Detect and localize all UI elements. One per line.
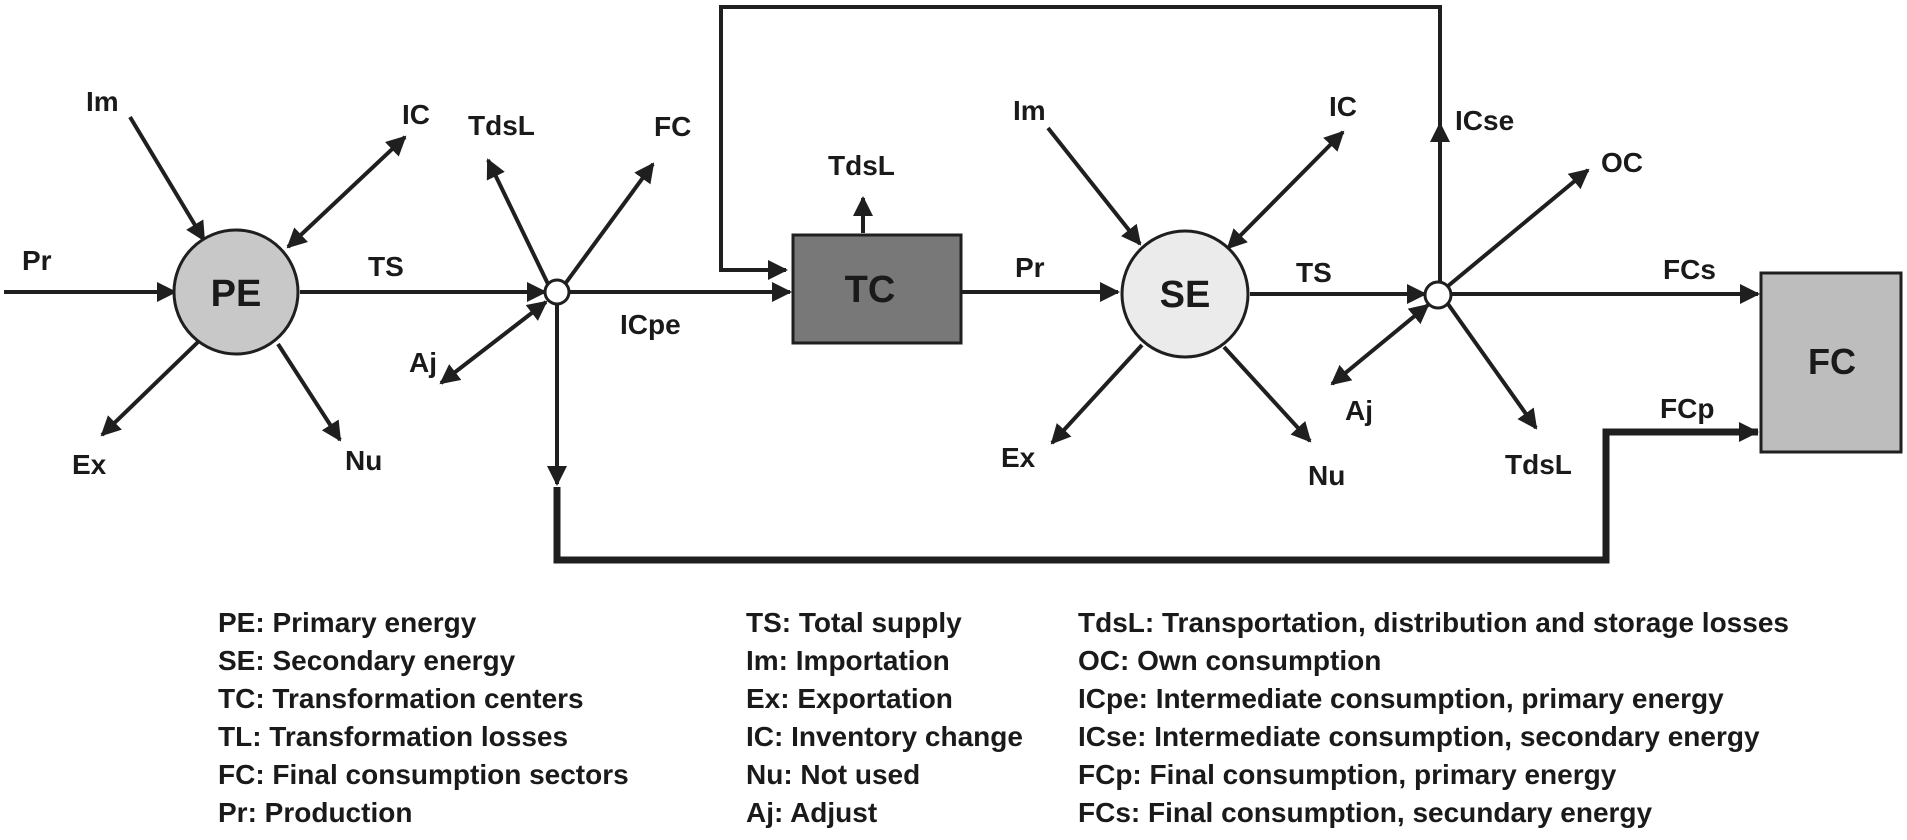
- label-pe-im: Im: [86, 86, 119, 117]
- legend-item: TL: Transformation losses: [218, 721, 569, 752]
- label-pe-nu: Nu: [345, 445, 382, 476]
- legend-item: IC: Inventory change: [746, 721, 1023, 752]
- label-aj-2: Aj: [1345, 395, 1373, 426]
- label-icpe: ICpe: [620, 309, 681, 340]
- legend-item: TdsL: Transportation, distribution and s…: [1078, 607, 1789, 638]
- legend-item: TC: Transformation centers: [218, 683, 584, 714]
- j2-oc-arrow: [1446, 168, 1590, 288]
- fcp-loop-line: [553, 428, 1758, 564]
- flow-lines: [4, 5, 1760, 564]
- fc-node: [1759, 271, 1903, 454]
- legend-item: Im: Importation: [746, 645, 950, 676]
- label-pe-ic: IC: [402, 99, 430, 130]
- label-fc-1: FC: [654, 111, 691, 142]
- legend-item: Ex: Exportation: [746, 683, 953, 714]
- pe-nu-arrow: [276, 342, 342, 442]
- legend-item: SE: Secondary energy: [218, 645, 516, 676]
- label-pr-tc: Pr: [1015, 252, 1045, 283]
- j2-tdsl-arrow: [1446, 302, 1538, 430]
- label-se-ex: Ex: [1001, 442, 1036, 473]
- j1-fc-arrow: [563, 162, 655, 286]
- label-aj-1: Aj: [409, 347, 437, 378]
- pe-ic-arrow: [286, 135, 407, 249]
- legend-item: ICpe: Intermediate consumption, primary …: [1078, 683, 1724, 714]
- se-im-arrow: [1046, 126, 1142, 246]
- se-node: [1120, 229, 1250, 359]
- flow-labels: Pr Im IC Ex Nu TS TdsL FC Aj ICpe TdsL P…: [22, 86, 1716, 491]
- energy-flow-diagram: PE TC SE FC Pr Im IC Ex Nu TS TdsL FC Aj…: [4, 5, 1903, 564]
- tc-node-label: TC: [845, 269, 896, 311]
- label-tdsl-tc: TdsL: [828, 150, 895, 181]
- pe-im-arrow: [128, 115, 206, 242]
- label-fcp: FCp: [1660, 393, 1714, 424]
- j2-aj-arrow: [1330, 303, 1430, 386]
- legend-item: ICse: Intermediate consumption, secondar…: [1078, 721, 1760, 752]
- legend-column-3: TdsL: Transportation, distribution and s…: [1078, 604, 1789, 832]
- legend-item: Nu: Not used: [746, 759, 921, 790]
- label-se-ic: IC: [1329, 91, 1357, 122]
- legend-item: Aj: Adjust: [746, 797, 878, 828]
- legend-item: Pr: Production: [218, 797, 413, 828]
- label-icse: ICse: [1455, 105, 1514, 136]
- label-ts-2: TS: [1296, 257, 1332, 288]
- legend-item: FC: Final consumption sectors: [218, 759, 629, 790]
- nodes: PE TC SE FC: [172, 228, 1903, 454]
- j1-tdsl-arrow: [486, 158, 550, 285]
- se-node-label: SE: [1160, 274, 1211, 316]
- legend-column-2: TS: Total supply Im: Importation Ex: Exp…: [746, 604, 1023, 832]
- label-se-nu: Nu: [1308, 460, 1345, 491]
- fc-node-label: FC: [1808, 341, 1856, 382]
- label-tdsl-1: TdsL: [468, 110, 535, 141]
- j1-aj-arrow: [439, 300, 548, 385]
- label-pr-in: Pr: [22, 245, 52, 276]
- se-nu-arrow: [1222, 345, 1312, 443]
- legend-item: TS: Total supply: [746, 607, 962, 638]
- label-ts-1: TS: [368, 251, 404, 282]
- label-pe-ex: Ex: [72, 449, 107, 480]
- label-tdsl-2: TdsL: [1505, 449, 1572, 480]
- label-se-im: Im: [1013, 95, 1046, 126]
- pe-node: [172, 228, 300, 356]
- label-oc: OC: [1601, 147, 1643, 178]
- legend-item: FCp: Final consumption, primary energy: [1078, 759, 1617, 790]
- label-fcs: FCs: [1663, 254, 1716, 285]
- se-ic-arrow: [1226, 130, 1345, 250]
- legend-item: PE: Primary energy: [218, 607, 477, 638]
- icse-loop-line: [719, 5, 1442, 282]
- junction-1: [543, 278, 571, 306]
- se-ex-arrow: [1050, 343, 1144, 445]
- pe-ex-arrow: [100, 340, 200, 437]
- legend-item: OC: Own consumption: [1078, 645, 1382, 676]
- junction-2: [1423, 280, 1453, 310]
- legend-item: FCs: Final consumption, secundary energy: [1078, 797, 1653, 828]
- legend-column-1: PE: Primary energy SE: Secondary energy …: [218, 604, 629, 832]
- pe-node-label: PE: [211, 273, 262, 315]
- tc-node: [791, 233, 963, 345]
